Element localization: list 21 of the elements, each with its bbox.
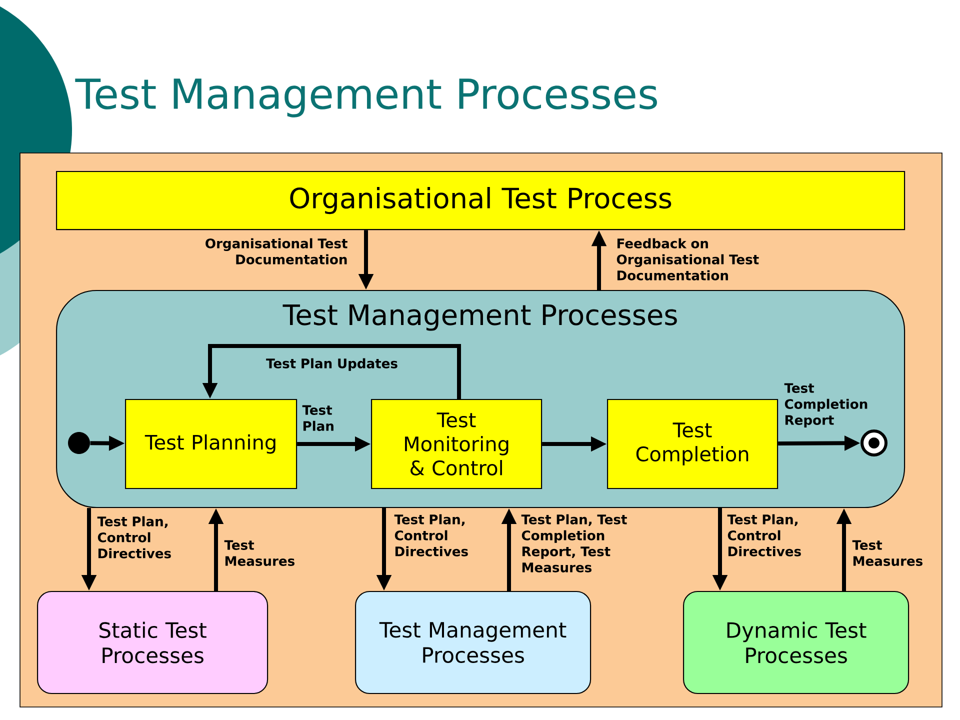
process-banner: Organisational Test Process <box>56 171 906 230</box>
edge-label: Test Completion Report <box>784 383 868 428</box>
process-box: Dynamic Test Processes <box>683 591 910 694</box>
process-box: Test Planning <box>125 399 298 490</box>
title: Test Management Processes <box>75 78 657 118</box>
process-box: Test Monitoring & Control <box>371 399 542 490</box>
process-box: Test Management Processes <box>355 591 592 694</box>
edge-label: Organisational Test Documentation <box>206 238 348 264</box>
edge-label: Test Plan Updates <box>266 358 398 371</box>
edge-label: Test Plan, Test Completion Report, Test Measures <box>521 514 627 572</box>
edge-label: Test Plan, Control Directives <box>97 516 171 558</box>
process-box: Static Test Processes <box>37 591 268 694</box>
process-box: Test Completion <box>607 399 778 490</box>
edge-label: Test Measures <box>224 540 294 566</box>
start-marker <box>68 432 90 454</box>
edge-label: Feedback on Organisational Test Documentation <box>616 238 759 280</box>
edge-label: Test Plan, Control Directives <box>394 514 468 556</box>
edge-label: Test Measures <box>852 540 922 566</box>
edge-label: Test Plan <box>302 405 334 431</box>
edge-label: Test Plan, Control Directives <box>727 514 801 556</box>
end-marker <box>860 430 888 456</box>
